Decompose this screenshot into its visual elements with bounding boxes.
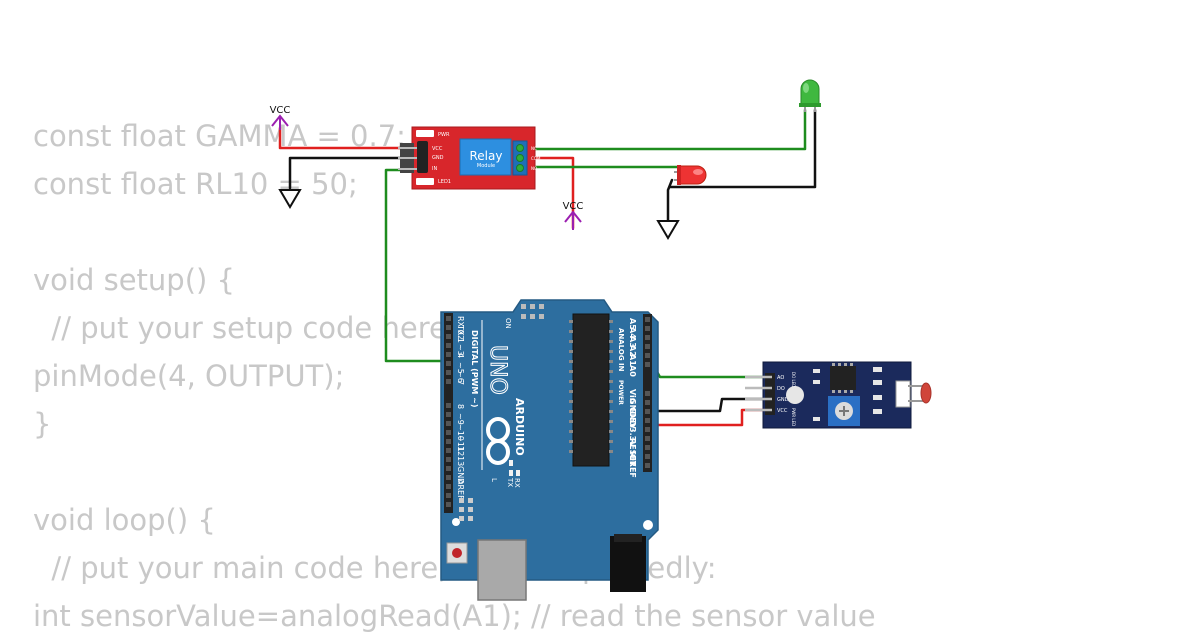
wire-relay-vcc[interactable] — [278, 126, 420, 150]
relay-contact-label: NO — [531, 166, 537, 171]
digital-pin-label: 13 — [456, 456, 465, 466]
on-label: ON — [504, 318, 512, 329]
relay-contact-label: NC — [531, 146, 537, 151]
atmega-chip — [572, 313, 610, 467]
digital-pin-label: 2 — [456, 335, 465, 340]
digital-pin-label: AREF — [456, 479, 465, 500]
vcc-symbol-relay-com: VCC — [563, 201, 584, 230]
ground-symbol-relay — [278, 180, 302, 209]
analog-pin-label: A1 — [628, 354, 637, 366]
analog-pin-label: A5 — [628, 318, 637, 330]
analog-pin-label: A2 — [628, 345, 637, 357]
analog-header-label: ANALOG IN — [617, 328, 625, 372]
sensor-led-label: DO LED — [791, 372, 796, 387]
digital-pin-label: 8 — [456, 404, 465, 409]
digital-header-label: DIGITAL (PWM ~) — [470, 330, 479, 408]
relay-contact-label: COM — [531, 156, 541, 161]
code-line: void setup() { — [33, 263, 235, 297]
photoresistor — [895, 380, 932, 408]
relay-pin-label: PWR — [438, 132, 450, 138]
digital-pin-label: 12 — [456, 446, 465, 456]
power-pin-label: IOREF — [628, 451, 637, 478]
relay-pin-label: VCC — [432, 146, 443, 152]
dc-power-jack[interactable] — [610, 536, 646, 592]
ground-symbol-led — [656, 220, 680, 240]
relay-module[interactable]: PWR VCC GND IN LED1 Relay Module NC COM … — [398, 126, 541, 190]
potentiometer[interactable] — [828, 396, 860, 426]
digital-pin-label: ~10 — [456, 424, 465, 441]
digital-pin-label: ~3 — [456, 344, 465, 356]
digital-pin-label: TX 1 — [456, 324, 465, 343]
relay-pin-label: LED1 — [438, 179, 451, 185]
sensor-pin-label: GND — [777, 397, 789, 403]
usb-port[interactable] — [477, 539, 527, 601]
digital-pin-label: 7 — [456, 380, 465, 385]
wire-relay-gnd[interactable] — [288, 156, 420, 190]
sensor-led-label: PWR LED — [791, 408, 796, 426]
digital-pin-sockets — [446, 316, 451, 507]
wire-relay-to-green-led[interactable] — [526, 108, 807, 151]
digital-pin-label: 4 — [456, 353, 465, 358]
arduino-brand: ARDUINO — [513, 398, 526, 456]
wire-green-led-gnd[interactable] — [668, 108, 817, 189]
digital-pin-label: ~11 — [456, 435, 465, 452]
power-pin-label: GND — [628, 407, 637, 427]
code-line: pinMode(4, OUTPUT); — [33, 359, 345, 393]
digital-pin-label: ~6 — [456, 371, 465, 383]
reset-button[interactable] — [446, 542, 468, 564]
vcc-label: VCC — [270, 105, 291, 116]
digital-pin-label: GND — [456, 466, 465, 484]
relay-title: Relay — [470, 149, 503, 163]
analog-pin-label: A3 — [628, 336, 637, 348]
sensor-pin-label: AO — [777, 375, 784, 381]
wire-relay-in-to-pin4[interactable] — [384, 168, 447, 363]
red-led[interactable] — [674, 165, 707, 185]
digital-pin-label: ~5 — [456, 362, 465, 374]
analog-pin-label: A0 — [628, 365, 637, 377]
sensor-pin-label: DO — [777, 386, 785, 392]
power-pin-label: GND — [628, 398, 637, 418]
green-led[interactable] — [799, 79, 821, 112]
vcc-symbol-relay: VCC — [270, 105, 291, 130]
sensor-pin-label: VCC — [777, 408, 788, 414]
relay-subtitle: Module — [477, 163, 495, 169]
power-pin-label: Vin — [628, 389, 637, 404]
wire-relay-to-red-led[interactable] — [526, 165, 684, 179]
arduino-infinity-icon — [486, 417, 510, 465]
power-pin-label: RESET — [628, 438, 637, 467]
uno-label: UNO — [485, 345, 510, 395]
wire-a1-to-sensor-ao[interactable] — [648, 358, 772, 379]
led-label-l: L — [490, 478, 498, 482]
digital-pin-label: ~9 — [456, 413, 465, 425]
code-line: } — [33, 407, 52, 441]
relay-pin-label: IN — [432, 166, 437, 172]
code-line: void loop() { — [33, 503, 216, 537]
vcc-label: VCC — [563, 201, 584, 212]
power-pin-label: 3.3V — [628, 427, 637, 448]
code-line: int sensorValue=analogRead(A1); // read … — [33, 599, 876, 633]
power-pin-label: 5V — [628, 417, 637, 430]
arduino-uno-board[interactable]: RX 0 TX 1 2 ~3 4 ~5 ~6 7 8 ~9 ~10 ~11 12… — [440, 299, 659, 601]
wire-red-led-gnd[interactable] — [666, 178, 674, 224]
digital-pin-label: RX 0 — [456, 316, 465, 335]
analog-pin-label: A4 — [628, 327, 637, 339]
led-label-rx: RX — [513, 478, 521, 488]
code-line: const float RL10 = 50; — [33, 167, 358, 201]
relay-pin-label: GND — [432, 155, 444, 161]
power-header-label: POWER — [617, 380, 624, 405]
wire-relay-com-vcc[interactable] — [526, 156, 575, 230]
light-sensor-module[interactable]: AO DO GND VCC DO LED PWR LED — [745, 361, 932, 429]
led-label-tx: TX — [506, 477, 514, 487]
